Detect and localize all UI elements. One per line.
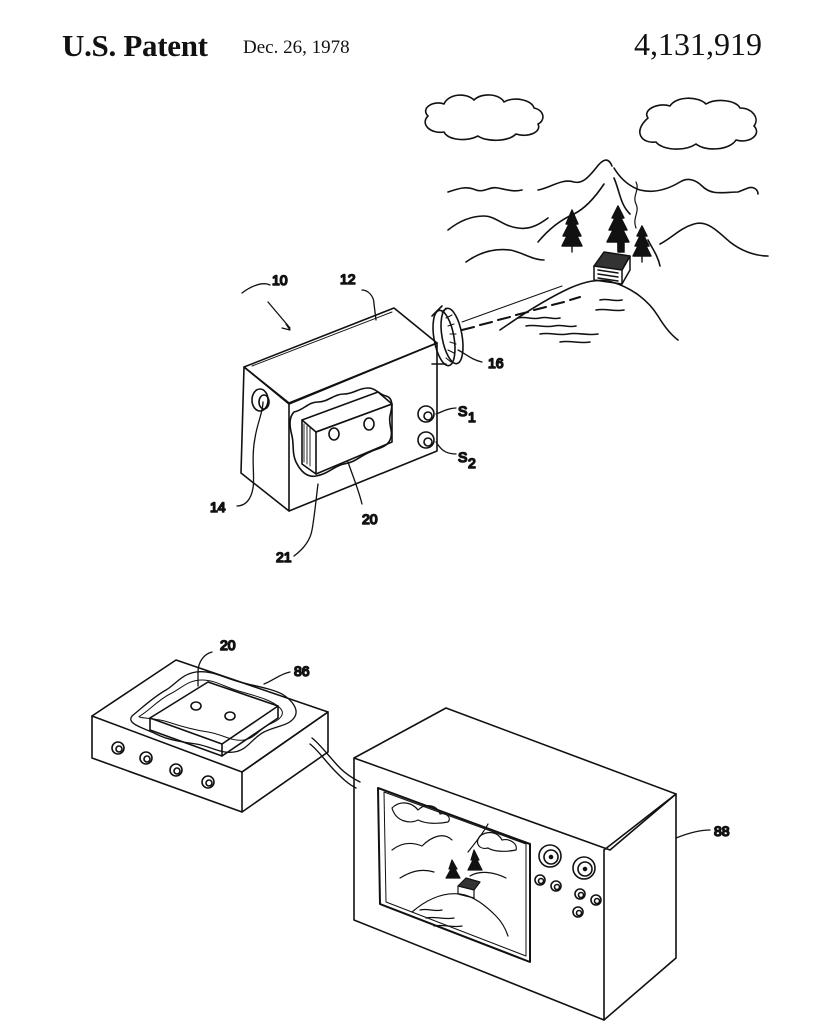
ref-20a: 20 bbox=[362, 511, 378, 527]
ref-21: 21 bbox=[276, 549, 292, 565]
button-s2 bbox=[418, 432, 434, 448]
ref-88: 88 bbox=[714, 823, 730, 839]
ref-12: 12 bbox=[340, 271, 356, 287]
mountain-ridge bbox=[448, 160, 758, 194]
button-s1 bbox=[418, 406, 434, 422]
cabin-icon bbox=[594, 238, 630, 284]
ref-10: 10 bbox=[272, 272, 288, 288]
camera-device bbox=[237, 284, 580, 556]
side-knob bbox=[252, 389, 269, 411]
ref-86: 86 bbox=[294, 663, 310, 679]
cloud-left bbox=[425, 95, 543, 140]
knob-icon bbox=[551, 881, 561, 891]
cloud-right bbox=[640, 98, 757, 149]
svg-text:S: S bbox=[458, 449, 467, 465]
lens-knob bbox=[429, 306, 466, 367]
ref-20b: 20 bbox=[220, 637, 236, 653]
knob-icon bbox=[202, 776, 214, 788]
knob-icon bbox=[140, 752, 152, 764]
cassette bbox=[302, 392, 392, 474]
knob-icon bbox=[535, 875, 545, 885]
hill bbox=[500, 280, 678, 340]
ref-16: 16 bbox=[488, 355, 504, 371]
ref-s1: S 1 bbox=[458, 403, 476, 425]
knob-icon bbox=[573, 907, 583, 917]
dial-icon bbox=[573, 857, 595, 879]
pine-tree-icon bbox=[633, 226, 651, 262]
ref-14: 14 bbox=[210, 499, 226, 515]
knob-icon bbox=[112, 742, 124, 754]
svg-text:1: 1 bbox=[468, 409, 476, 425]
dial-icon bbox=[539, 845, 561, 867]
player-unit bbox=[92, 652, 360, 812]
knob-icon bbox=[170, 764, 182, 776]
ref-s2: S 2 bbox=[458, 449, 476, 471]
tv-monitor bbox=[354, 708, 710, 1020]
landscape-scene bbox=[425, 95, 768, 343]
cable bbox=[310, 744, 356, 788]
knob-icon bbox=[575, 889, 585, 899]
pine-tree-icon bbox=[562, 210, 582, 252]
svg-text:S: S bbox=[458, 403, 467, 419]
knob-icon bbox=[591, 895, 601, 905]
svg-text:2: 2 bbox=[468, 455, 476, 471]
